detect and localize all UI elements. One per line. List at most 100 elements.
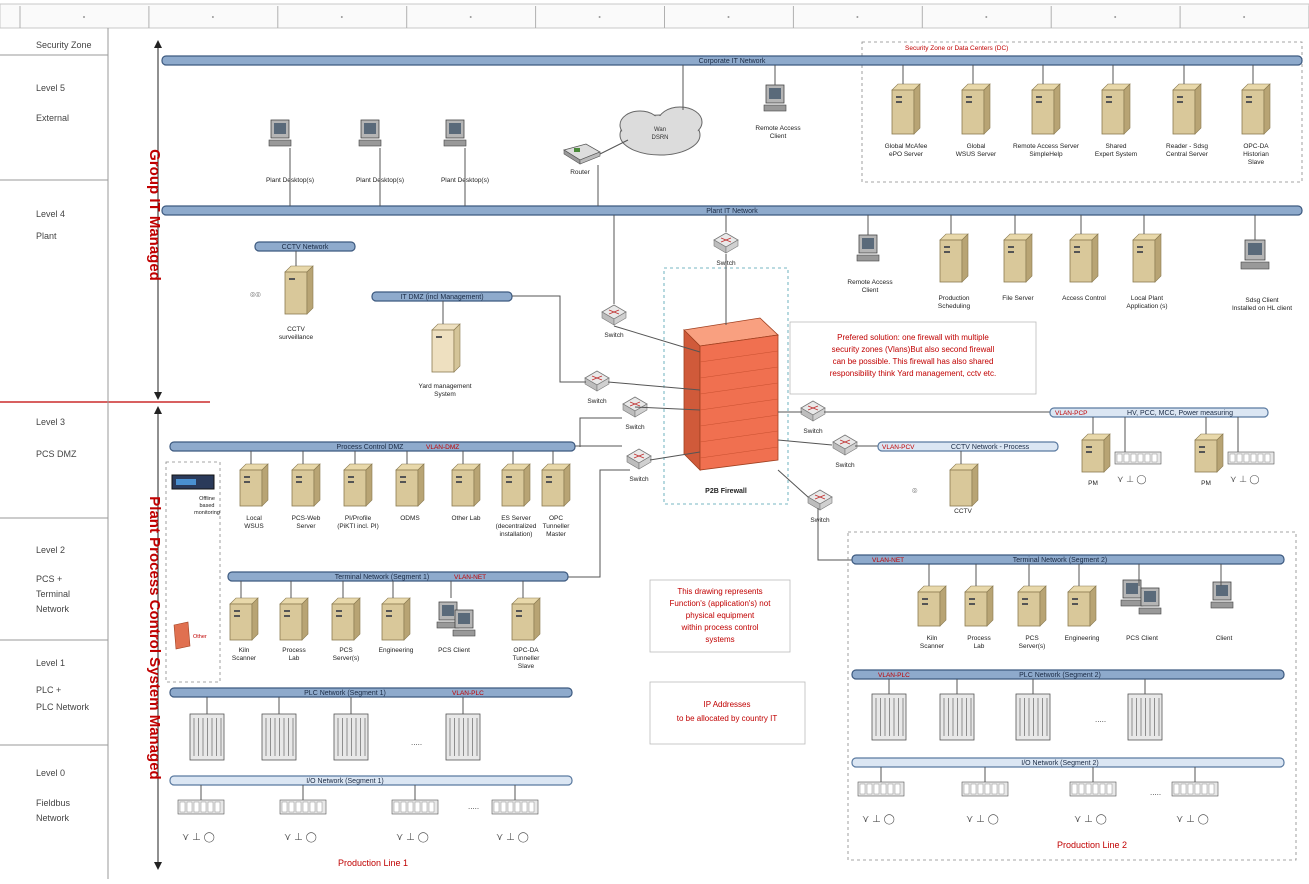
plc-network-1-label: PLC Network (Segment 1) [304, 690, 386, 697]
terminal-network-2-bus [851, 554, 1285, 565]
desktop-icon [443, 119, 467, 147]
switch-label: Switch [629, 476, 649, 483]
dc-server-icon [1172, 83, 1202, 135]
plc-rack-icon [333, 713, 369, 761]
field-device-icon: ⋎ ⊥ ◯ [862, 814, 895, 825]
dmz-server-icon [291, 463, 321, 507]
cctv-process-label: CCTV Network - Process [951, 444, 1030, 451]
field-device-icon: ⋎ ⊥ ◯ [182, 832, 215, 843]
hv-network-bus [1049, 407, 1269, 418]
switch-icon: Switch [601, 304, 627, 339]
router-label: Router [570, 169, 590, 176]
dc-server-icon [1031, 83, 1061, 135]
terminal-device-label: Engineering [1065, 635, 1100, 642]
switch-group: SwitchSwitchSwitchSwitchSwitchSwitchSwit… [584, 232, 858, 524]
dmz-server-label: Other Lab [452, 515, 481, 522]
field-device-icon: ⋎ ⊥ ◯ [496, 832, 529, 843]
terminal-device-icon [381, 597, 411, 641]
terminal-device-icon [229, 597, 259, 641]
plc-network-2-bus [851, 669, 1285, 680]
switch-icon: Switch [800, 400, 826, 435]
plant-desktops: Plant Desktop(s) Plant Desktop(s) Plant … [266, 119, 489, 206]
io1-ellipsis: ..... [468, 802, 479, 811]
plc-rack-group-1 [189, 697, 481, 761]
plant-it-network-bus [161, 205, 1303, 216]
io2-ellipsis: ..... [1150, 788, 1161, 797]
terminal-device-label: PCS Client [1126, 635, 1158, 642]
preferred-solution-box [789, 321, 1037, 395]
io-module-icon [1069, 781, 1117, 797]
field-device-icon: ⋎ ⊥ ◯ [1230, 474, 1260, 485]
io-network-1-bus [169, 775, 573, 786]
field-device-icon: ⋎ ⊥ ◯ [966, 814, 999, 825]
terminal1-vlan-label: VLAN-NET [454, 574, 486, 581]
terminal-device-label: PCS Client [438, 647, 470, 654]
terminal-device-icon [964, 585, 994, 627]
switch-icon: Switch [807, 489, 833, 524]
switch-label: Switch [803, 428, 823, 435]
terminal-network-1-bus [227, 571, 569, 582]
switch-label: Switch [587, 398, 607, 405]
plc-rack-icon [1127, 693, 1163, 741]
production-line-2-box [847, 531, 1297, 861]
dmz-server-icon [343, 463, 373, 507]
router-icon [563, 143, 601, 165]
camera-icon: ⌾⌾ [250, 290, 261, 300]
power-measuring-group: PM⋎ ⊥ ◯PM⋎ ⊥ ◯ [1081, 417, 1275, 487]
process-control-dmz-label: Process Control DMZ [337, 444, 405, 451]
desktop-icon [268, 119, 292, 147]
io-network-2-bus [851, 757, 1285, 768]
remote-client-icon [763, 84, 787, 112]
plc2-ellipsis: ..... [1095, 715, 1106, 724]
io-module-group-1: ⋎ ⊥ ◯⋎ ⊥ ◯⋎ ⊥ ◯⋎ ⊥ ◯ [177, 785, 539, 843]
dc-server-icon [1241, 83, 1271, 135]
pm-server-icon [1081, 433, 1111, 473]
cctv-process-server [949, 463, 979, 507]
other-label: Other [193, 634, 207, 640]
camera-icon: ⌾ [912, 486, 918, 496]
dmz-server-icon [451, 463, 481, 507]
pm-server-icon [1194, 433, 1224, 473]
io-module-icon [391, 799, 439, 815]
preferred-solution-note: Prefered solution: one firewall with mul… [830, 333, 996, 378]
sdsg-client-icon [1240, 239, 1270, 270]
pm-label: PM [1088, 480, 1098, 487]
terminal-network-1-label: Terminal Network (Segment 1) [335, 574, 430, 581]
plc-rack-icon [261, 713, 297, 761]
pcs-client-icon [1138, 587, 1162, 615]
io-module-icon [491, 799, 539, 815]
dmz-server-icon [239, 463, 269, 507]
managed-indicators: Group IT Managed Plant Process Control S… [146, 40, 163, 870]
pcs-client-icon [1120, 579, 1144, 607]
terminal2-vlan-label: VLAN-NET [872, 557, 904, 564]
terminal-device-icon [917, 585, 947, 627]
production-line-1-label: Production Line 1 [338, 858, 408, 868]
pm-label: PM [1201, 480, 1211, 487]
network-links [512, 215, 1050, 578]
cctv-process-vlan-label: VLAN-PCV [882, 444, 915, 451]
yard-management-server [431, 323, 461, 373]
terminal-device-icon [1017, 585, 1047, 627]
pcs-client-icon [452, 609, 476, 637]
ruler-ticks [19, 6, 1309, 28]
dc-server-icon [961, 83, 991, 135]
top-ruler [0, 3, 1309, 29]
corporate-it-network-label: Corporate IT Network [699, 58, 766, 65]
security-zone-dc-box [861, 41, 1303, 183]
